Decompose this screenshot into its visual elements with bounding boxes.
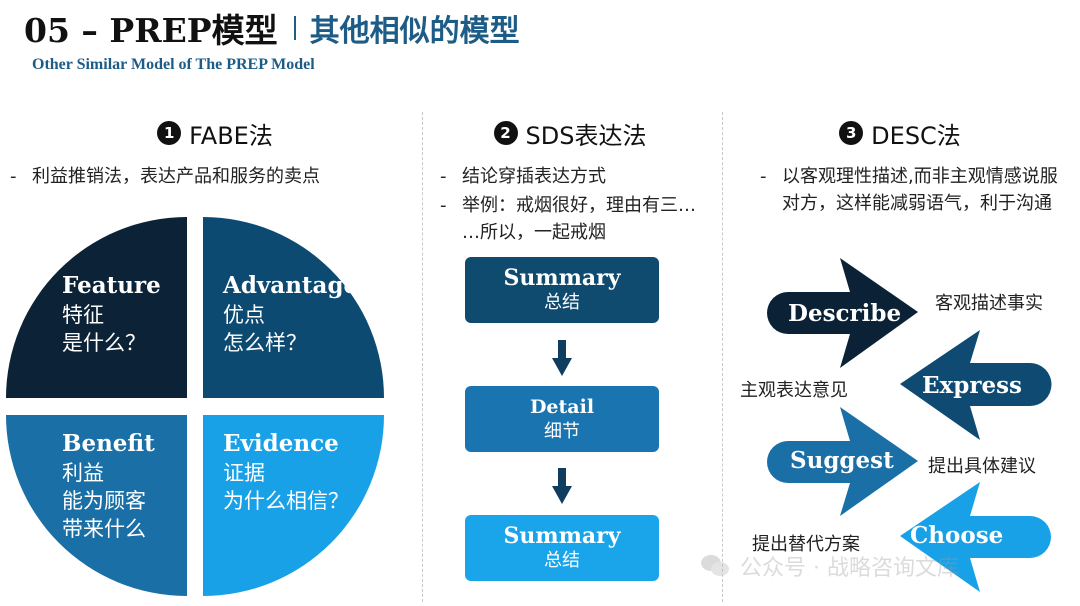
- fabe-quadrant-benefit: Benefit 利益 能为顾客 带来什么: [6, 415, 187, 596]
- column-divider-1: [422, 112, 423, 602]
- down-arrow-icon: [552, 340, 572, 376]
- express-label: Express: [922, 372, 1022, 399]
- suggest-arrow-icon: [767, 407, 918, 516]
- page-subtitle-en: Other Similar Model of The PREP Model: [32, 56, 315, 73]
- number-badge-3: 3: [839, 121, 864, 145]
- page-subtitle-cn: 其他相似的模型: [309, 14, 520, 49]
- sds-bullet-2: -举例：戒烟很好，理由有三… …所以，一起戒烟: [440, 195, 696, 243]
- header: 05 – PREP模型 其他相似的模型: [24, 6, 520, 50]
- sds-detail-box: Detail 细节: [465, 386, 659, 452]
- column-divider-2: [722, 112, 723, 602]
- sds-summary-box-1: Summary 总结: [465, 257, 659, 323]
- fabe-quadrant-feature: Feature 特征 是什么？: [6, 217, 187, 398]
- fabe-title: FABE法: [189, 121, 273, 150]
- suggest-label: Suggest: [790, 447, 894, 474]
- wechat-icon: [701, 555, 729, 576]
- describe-note: 客观描述事实: [935, 293, 1043, 314]
- page-title: 05 – PREP模型: [24, 11, 278, 50]
- number-badge-2: 2: [493, 121, 518, 145]
- suggest-note: 提出具体建议: [928, 456, 1036, 477]
- down-arrow-icon: [552, 468, 572, 504]
- sds-title: SDS表达法: [525, 121, 647, 150]
- choose-arrow-icon: [900, 482, 1051, 592]
- title-separator: [293, 16, 296, 40]
- describe-label: Describe: [788, 300, 902, 327]
- desc-arrows-graphic: [767, 258, 1052, 592]
- desc-bullet: -以客观理性描述,而非主观情感说服对方，这样能减弱语气，利于沟通: [760, 166, 1058, 214]
- sds-summary-box-2: Summary 总结: [465, 515, 659, 581]
- fabe-heading: 1 FABE法: [20, 116, 410, 150]
- watermark-text: 公众号 · 战略咨询文库: [740, 556, 959, 581]
- sds-bullet-1: -结论穿插表达方式: [440, 166, 606, 187]
- express-arrow-icon: [900, 330, 1052, 440]
- desc-heading: 3 DESC法: [730, 116, 1070, 150]
- describe-arrow-icon: [767, 258, 918, 368]
- sds-heading: 2 SDS表达法: [430, 116, 710, 150]
- watermark: 公众号 · 战略咨询文库: [700, 550, 959, 582]
- fabe-quadrant-advantage: Advantage 优点 怎么样？: [203, 217, 384, 398]
- choose-label: Choose: [910, 522, 1004, 549]
- fabe-bullet: -利益推销法，表达产品和服务的卖点: [10, 166, 320, 187]
- desc-title: DESC法: [871, 121, 961, 150]
- number-badge-1: 1: [157, 121, 182, 145]
- fabe-quadrant-evidence: Evidence 证据 为什么相信？: [203, 415, 384, 596]
- choose-note: 提出替代方案: [752, 534, 860, 555]
- express-note: 主观表达意见: [740, 380, 848, 401]
